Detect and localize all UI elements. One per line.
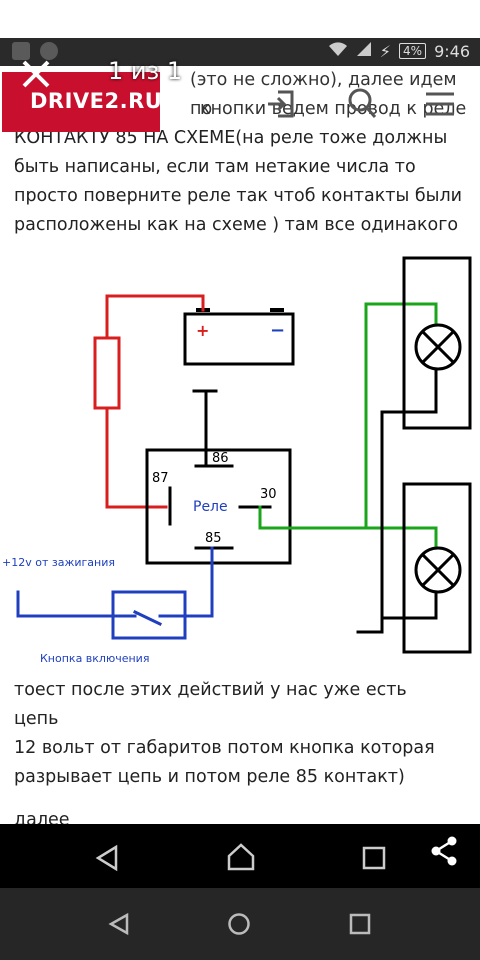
clock: 9:46: [434, 41, 470, 61]
green-wire: [258, 302, 438, 530]
pin-86: 86: [212, 451, 229, 466]
viewer-nav-bar: [0, 824, 480, 888]
lamp-housing-bottom: [402, 482, 472, 654]
notification-icons: [12, 42, 58, 60]
top-white-strip: [0, 0, 480, 38]
article-line-6: цепь: [14, 709, 59, 729]
back-icon: [108, 912, 129, 936]
article-line-cut: далее: [14, 810, 70, 824]
share-button[interactable]: [430, 836, 458, 870]
viewer-recents-button[interactable]: [362, 846, 386, 874]
article-hidden-line-2: кнопки ведем провод к реле: [200, 99, 467, 119]
article-page[interactable]: (это не сложно), далее идем по кнопки ве…: [0, 66, 480, 824]
blue-wire: [183, 546, 214, 618]
lamp-housing-top: [402, 256, 472, 430]
search-icon[interactable]: [346, 86, 378, 120]
app-notification-icon: [40, 42, 58, 60]
battery-plus: +: [196, 321, 209, 340]
battery-level: 4%: [399, 43, 427, 59]
article-line-1: КОНТАКТУ 85 НА СХЕМЕ(на реле тоже должны: [14, 128, 448, 148]
lamp-bottom-icon: [414, 546, 462, 594]
relay-box: [145, 448, 292, 565]
article-hidden-line: (это не сложно), далее идем по: [190, 70, 457, 119]
article-line-7: 12 вольт от габаритов потом кнопка котор…: [14, 738, 435, 758]
wifi-icon: [328, 41, 348, 61]
charging-icon: ⚡: [379, 41, 392, 61]
image-counter: 1 из 1: [108, 57, 183, 85]
viewer-back-button[interactable]: [94, 844, 120, 876]
share-icon: [431, 836, 457, 866]
article-line-4: расположены как на схеме ) там все одина…: [14, 215, 459, 235]
red-wire: [105, 294, 205, 340]
home-icon: [228, 913, 250, 935]
lamp-top-icon: [414, 323, 462, 371]
article-line-5: тоест после этих действий у нас уже есть: [14, 680, 407, 700]
button-label: Кнопка включения: [40, 652, 149, 665]
signal-icon: [356, 41, 372, 61]
relay-wiring-diagram: + − Реле 87 86 30 85 +12v от зажигания К…: [2, 256, 472, 665]
close-icon: [22, 60, 50, 88]
recents-icon: [349, 913, 371, 935]
source-label: +12v от зажигания: [2, 556, 115, 569]
fuse: [93, 336, 121, 410]
menu-icon[interactable]: [424, 90, 456, 118]
article-line-2: быть написаны, если там нетакие числа то: [14, 157, 416, 177]
viewer-home-button[interactable]: [226, 842, 256, 876]
pin-87: 87: [152, 471, 169, 486]
system-nav-bar: [0, 888, 480, 960]
site-logo[interactable]: DRIVE2.RU: [2, 72, 163, 132]
pin-30: 30: [260, 487, 277, 502]
recents-button[interactable]: [349, 913, 371, 939]
article-line-3: просто поверните реле так чтоб контакты …: [14, 186, 463, 206]
article-line-8: разрывает цепь и потом реле 85 контакт): [14, 767, 405, 787]
close-viewer-button[interactable]: [18, 56, 54, 92]
site-logo-text: DRIVE2.RU: [30, 89, 163, 113]
status-bar: ⚡ 4% 9:46: [0, 38, 480, 66]
login-icon[interactable]: [264, 88, 296, 120]
battery-box: [183, 312, 295, 366]
gallery-notification-icon: [12, 42, 30, 60]
back-button[interactable]: [108, 912, 130, 940]
home-button[interactable]: [227, 912, 251, 940]
pin-85: 85: [205, 531, 222, 546]
battery-minus: −: [270, 320, 285, 341]
relay-label: Реле: [193, 499, 228, 515]
